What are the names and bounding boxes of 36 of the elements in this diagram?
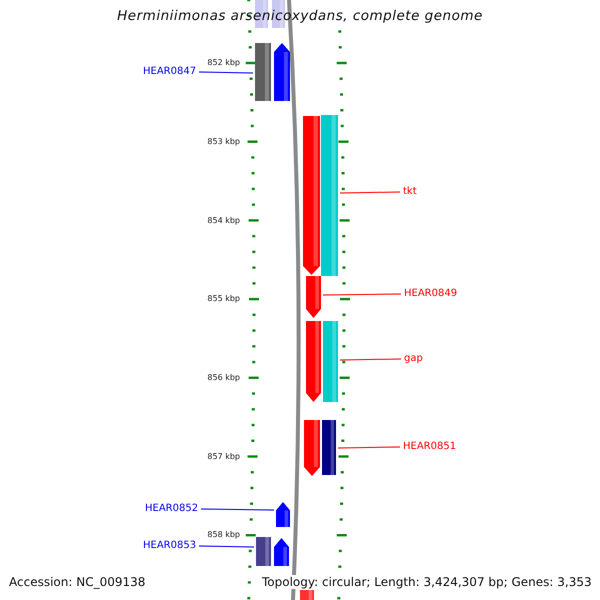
gene-block <box>276 502 290 527</box>
leader-line <box>322 294 402 296</box>
gene-label: gap <box>404 353 423 365</box>
genome-info-text: Accession: NC_009138 <box>9 575 146 589</box>
gene-block <box>306 321 321 402</box>
leader-line <box>340 192 400 194</box>
gene-block <box>322 420 336 475</box>
genome-title: Herminiimonas arsenicoxydans, complete genome <box>116 8 484 24</box>
scale-label: 857 kbp <box>207 452 240 462</box>
scale-label: 852 kbp <box>207 58 240 68</box>
scale-label: 855 kbp <box>207 294 240 304</box>
scale-label: 856 kbp <box>207 373 240 383</box>
gene-block <box>274 43 290 101</box>
scale-label: 858 kbp <box>207 530 240 540</box>
gene-block <box>321 115 338 276</box>
scale-label: 853 kbp <box>207 137 240 147</box>
gene-block <box>323 321 338 402</box>
leader-line <box>198 72 254 74</box>
leader-line <box>338 446 400 448</box>
gene-block <box>256 537 271 566</box>
leader-line <box>198 546 254 548</box>
gene-block <box>306 276 321 318</box>
gene-label: HEAR0849 <box>404 288 458 300</box>
scale-label: 854 kbp <box>207 216 240 226</box>
gene-label: HEAR0847 <box>143 66 196 78</box>
genome-info-text: Topology: circular; Length: 3,424,307 bp; Genes: 3,353 <box>262 575 592 589</box>
leader-line <box>340 358 402 360</box>
gene-block <box>255 43 271 101</box>
gene-label: HEAR0851 <box>403 441 456 453</box>
gene-label: HEAR0852 <box>145 503 198 515</box>
gene-block <box>300 590 314 600</box>
gene-label: HEAR0853 <box>143 540 196 552</box>
gene-block <box>274 538 289 566</box>
gene-block <box>304 420 320 476</box>
leader-line <box>200 508 274 510</box>
gene-label: tkt <box>403 186 417 198</box>
